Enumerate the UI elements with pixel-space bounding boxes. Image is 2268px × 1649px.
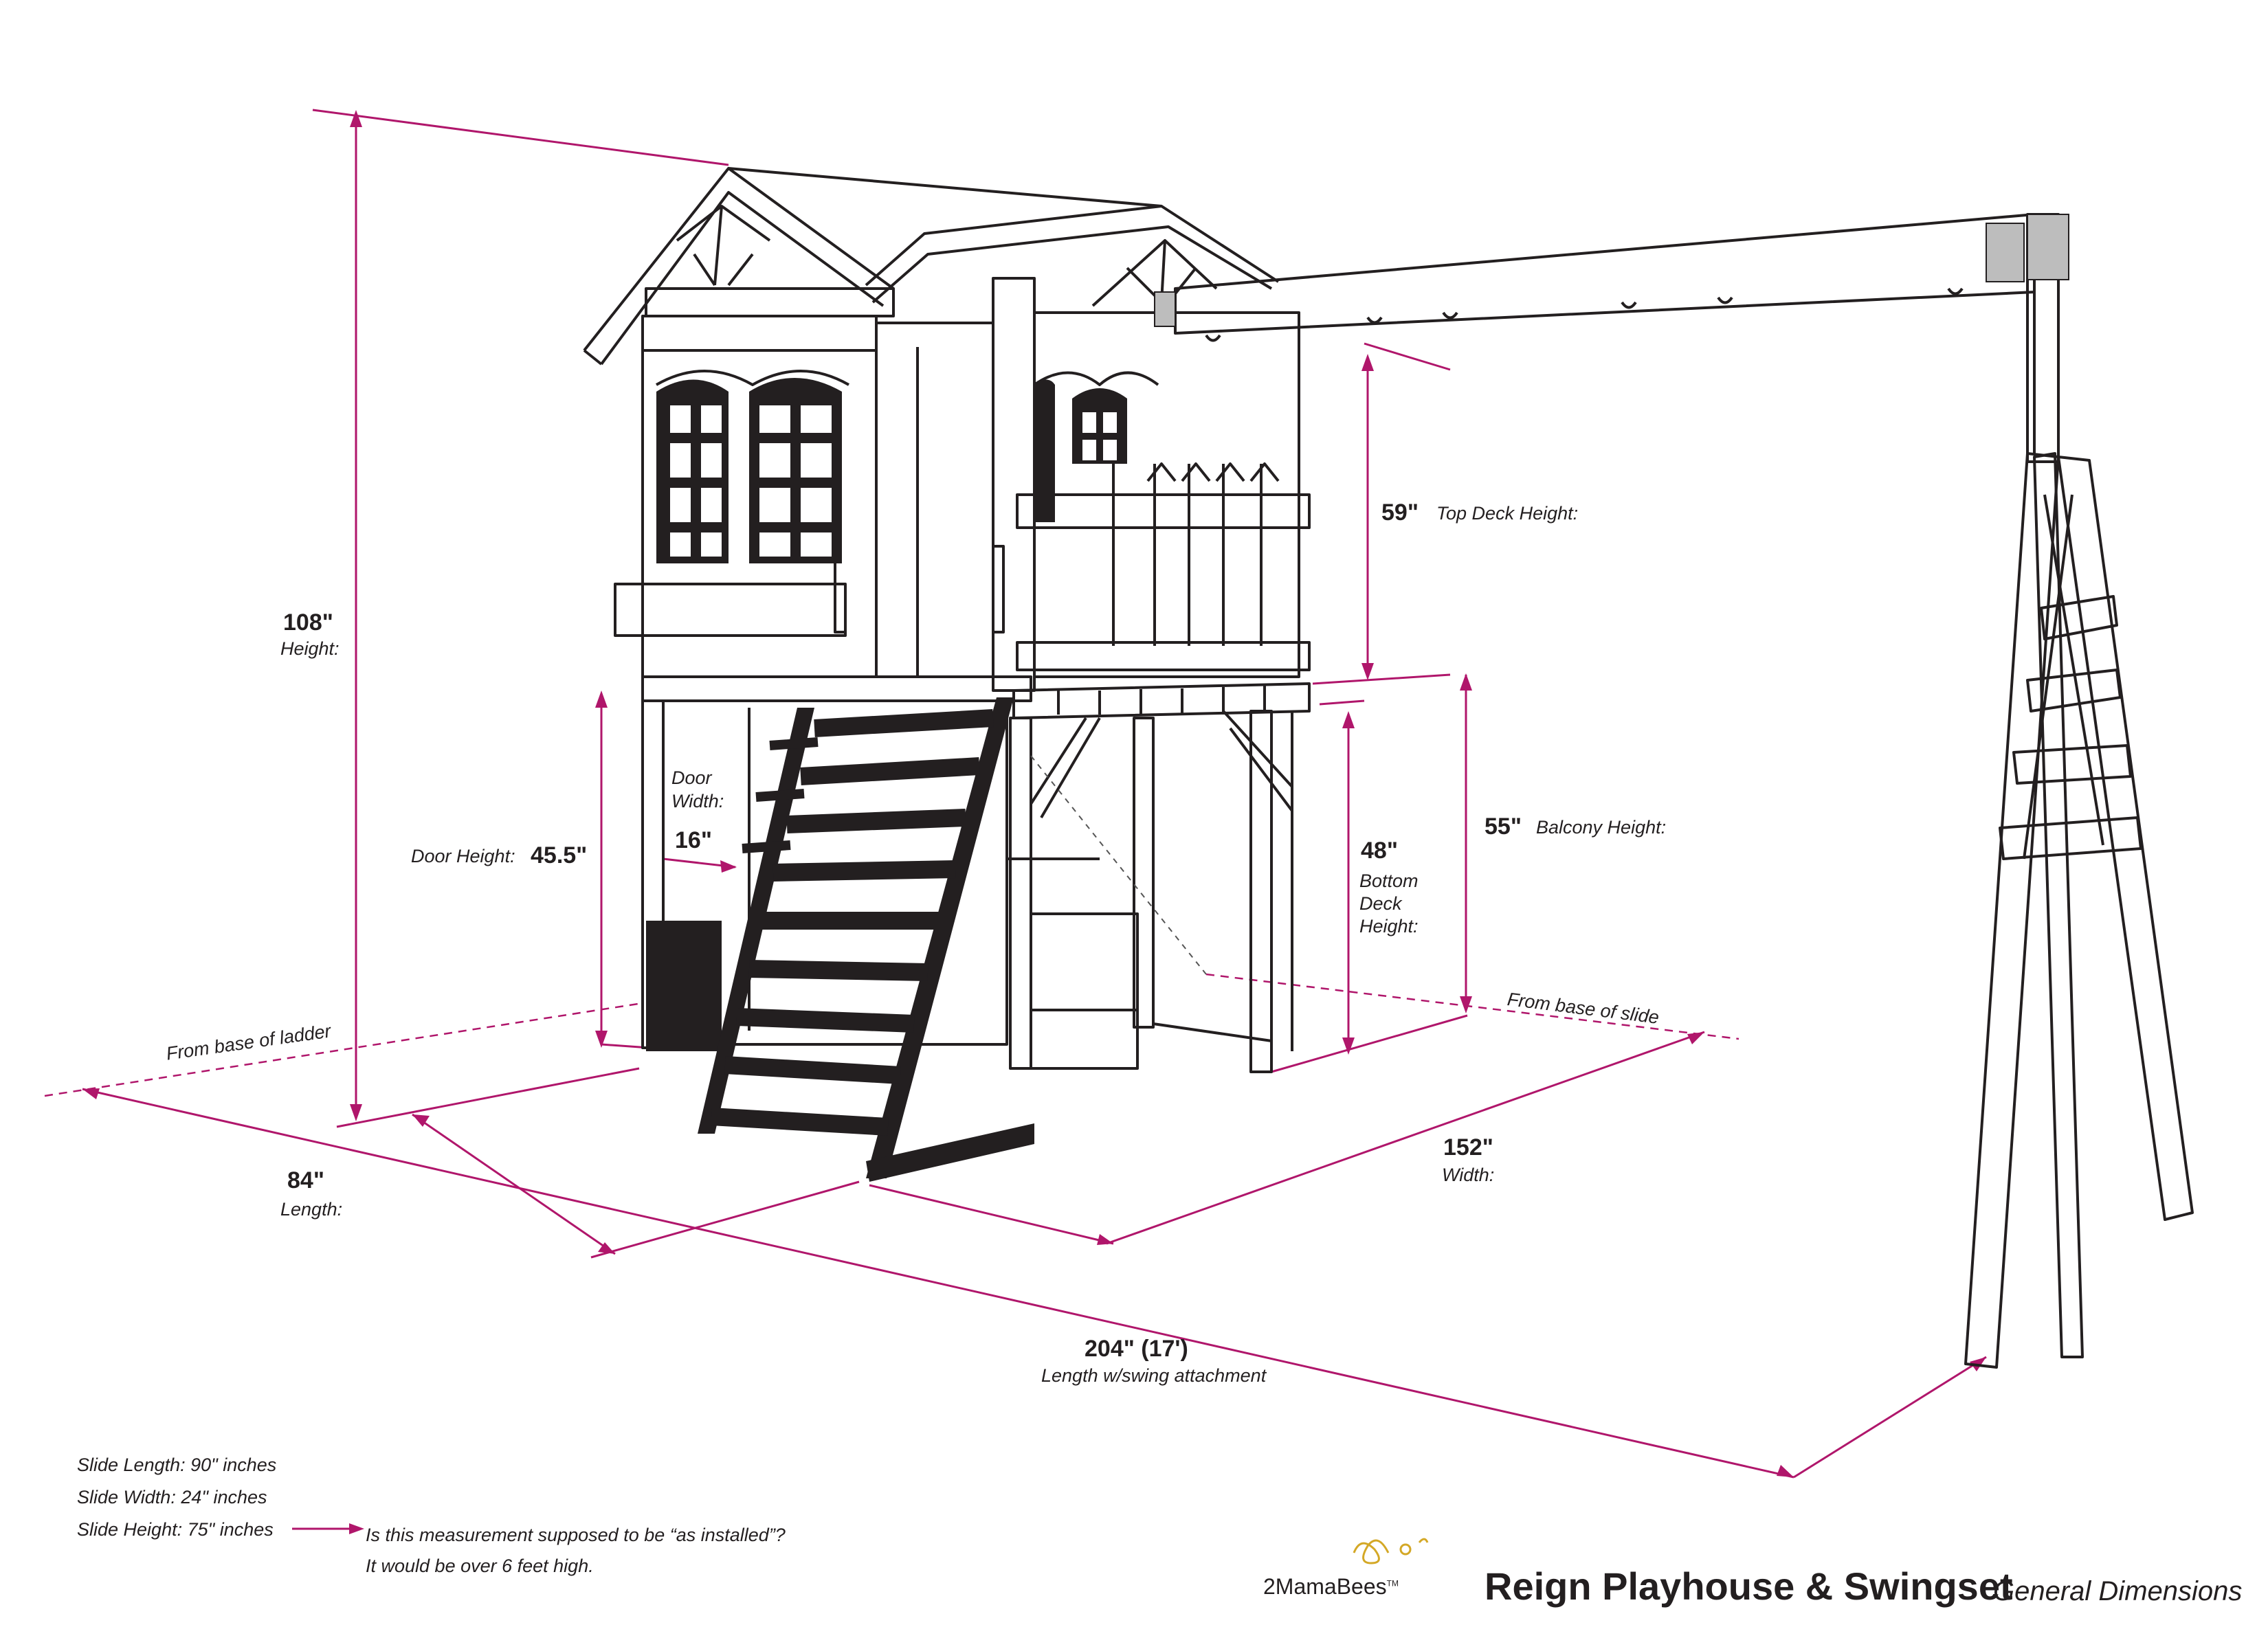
width-label: Width: (1442, 1165, 1495, 1185)
page-subtitle: General Dimensions (1993, 1576, 2243, 1606)
slide-length-spec: Slide Length: 90" inches (77, 1455, 277, 1475)
height-label: Height: (280, 638, 340, 659)
door-height-value: 45.5" (531, 842, 588, 868)
bottom-deck-value: 48" (1361, 838, 1398, 864)
balcony-label: Balcony Height: (1536, 817, 1667, 838)
length-value: 84" (287, 1167, 324, 1193)
slide-path (1030, 755, 1207, 975)
height-value: 108" (283, 609, 333, 636)
top-deck-label: Top Deck Height: (1436, 503, 1579, 524)
reference-lines (44, 973, 1739, 1097)
brand-logo-mark (1353, 1538, 1429, 1564)
slide-height-spec: Slide Height: 75" inches (77, 1519, 274, 1540)
dimension-arrowheads (82, 110, 1986, 1534)
beam-brackets (1154, 214, 2069, 327)
door-width-label-2: Width: (671, 791, 724, 811)
windows (646, 378, 1127, 1051)
playhouse-outline (583, 167, 1311, 1073)
window-panes (670, 405, 1117, 557)
door-width-label-1: Door (671, 767, 712, 788)
total-length-value: 204" (17') (1085, 1336, 1188, 1362)
length-label: Length: (280, 1199, 343, 1220)
top-deck-value: 59" (1381, 500, 1419, 526)
bottom-deck-label-1: Bottom (1359, 871, 1419, 891)
width-value: 152" (1443, 1134, 1493, 1160)
door-width-value: 16" (675, 827, 712, 853)
door-height-label: Door Height: (411, 846, 515, 866)
note-line-2: It would be over 6 feet high. (366, 1556, 594, 1576)
slide-width-spec: Slide Width: 24" inches (77, 1487, 267, 1507)
brand-name: 2MamaBeesTM (1263, 1574, 1399, 1599)
dimension-lines (82, 109, 1987, 1530)
bottom-deck-label-3: Height: (1359, 916, 1419, 936)
page-title: Reign Playhouse & Swingset (1485, 1564, 2013, 1608)
total-length-label: Length w/swing attachment (1041, 1365, 1267, 1386)
note-line-1: Is this measurement supposed to be “as i… (366, 1525, 786, 1545)
bottom-deck-label-2: Deck (1359, 893, 1402, 914)
balcony-value: 55" (1485, 814, 1522, 840)
ladder (698, 697, 1034, 1182)
swingset (1174, 213, 2194, 1369)
